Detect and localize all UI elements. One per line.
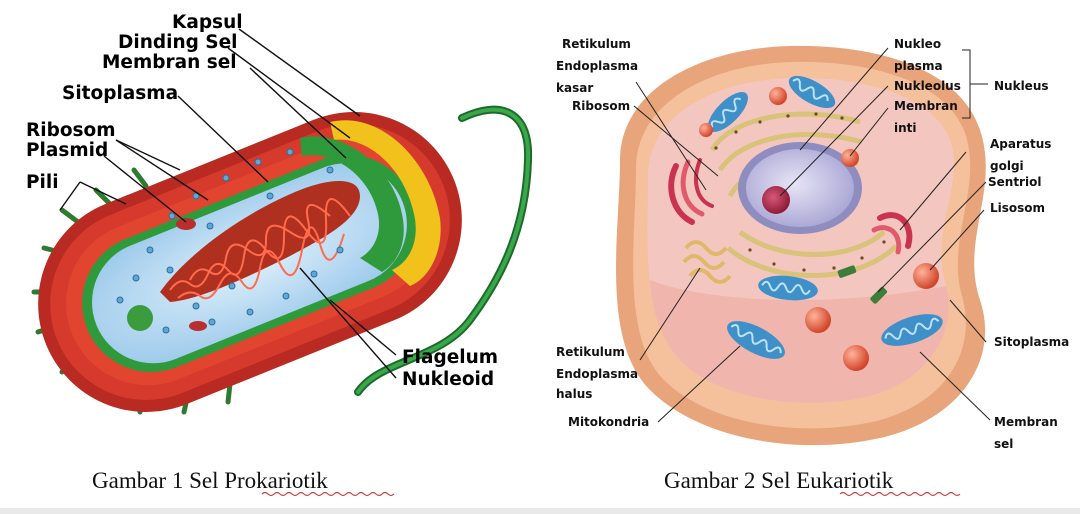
label-re-halus-2: Endoplasma [556, 367, 638, 381]
label-re-halus-1: Retikulum [556, 345, 625, 359]
eukaryote-leader-lines [633, 47, 991, 423]
spellcheck-underline-eukaryote [839, 491, 961, 497]
label-membran-inti-1: Membran [894, 99, 958, 113]
caption-prokaryote-word: Prokariotik [224, 468, 328, 493]
label-nukleolus: Nukleolus [894, 79, 961, 93]
label-pili: Pili [26, 172, 59, 193]
spellcheck-underline-prokaryote [261, 491, 395, 497]
lysosomes [699, 87, 939, 371]
centrioles [837, 265, 888, 304]
plasmid-bubble [127, 305, 153, 331]
label-ribosom-euk: Ribosom [572, 99, 630, 113]
label-sitoplasma: Sitoplasma [62, 83, 178, 104]
label-aparatus-1: Aparatus [990, 137, 1051, 151]
label-sentriol: Sentriol [988, 175, 1041, 189]
plasmid [176, 218, 196, 230]
label-mitokondria: Mitokondria [568, 415, 649, 429]
rough-er-ribosomes [714, 112, 886, 272]
label-nukleoid: Nukleoid [402, 369, 494, 390]
label-membran-sel-1: Membran [994, 415, 1058, 429]
label-aparatus-2: golgi [990, 159, 1024, 173]
label-plasmid: Plasmid [26, 140, 108, 161]
label-dinding-sel: Dinding Sel [118, 32, 238, 53]
label-nukleoplasma-2: plasma [894, 59, 943, 73]
label-membran-inti-2: inti [894, 121, 917, 135]
caption-eukaryote-prefix: Gambar 2 Sel [664, 468, 796, 493]
caption-eukaryote: Gambar 2 Sel Eukariotik [664, 468, 894, 493]
label-nukleus: Nukleus [994, 79, 1049, 93]
eukaryote-cell: Retikulum Endoplasma kasar Ribosom Nukle… [556, 37, 1069, 497]
bottom-edge-bar [0, 508, 1080, 514]
caption-prokaryote-prefix: Gambar 1 Sel [92, 468, 224, 493]
ribosomes [116, 148, 344, 334]
smooth-er [682, 240, 732, 284]
golgi-apparatus [668, 158, 913, 255]
caption-prokaryote: Gambar 1 Sel Prokariotik [92, 468, 328, 493]
label-kapsul: Kapsul [172, 12, 243, 33]
label-membran-sel: Membran sel [102, 52, 237, 73]
label-re-kasar-2: Endoplasma [556, 59, 638, 73]
prokaryote-cell: Kapsul Dinding Sel Membran sel Sitoplasm… [26, 12, 533, 497]
label-flagelum: Flagelum [402, 347, 498, 368]
label-re-kasar-3: kasar [556, 81, 593, 95]
label-lisosom: Lisosom [990, 201, 1045, 215]
label-re-halus-3: halus [556, 387, 592, 401]
nucleoplasm [746, 149, 854, 227]
caption-eukaryote-word: Eukariotik [796, 468, 894, 493]
label-sitoplasma-euk: Sitoplasma [994, 335, 1069, 349]
prokaryote-leader-lines [59, 28, 397, 379]
label-membran-sel-2: sel [994, 437, 1013, 451]
cell-wall-cut [330, 120, 441, 286]
mitochondria [708, 75, 943, 359]
nucleoid [160, 180, 360, 302]
label-ribosom: Ribosom [26, 120, 116, 141]
label-nukleoplasma-1: Nukleo [894, 37, 941, 51]
label-re-kasar-1: Retikulum [562, 37, 631, 51]
